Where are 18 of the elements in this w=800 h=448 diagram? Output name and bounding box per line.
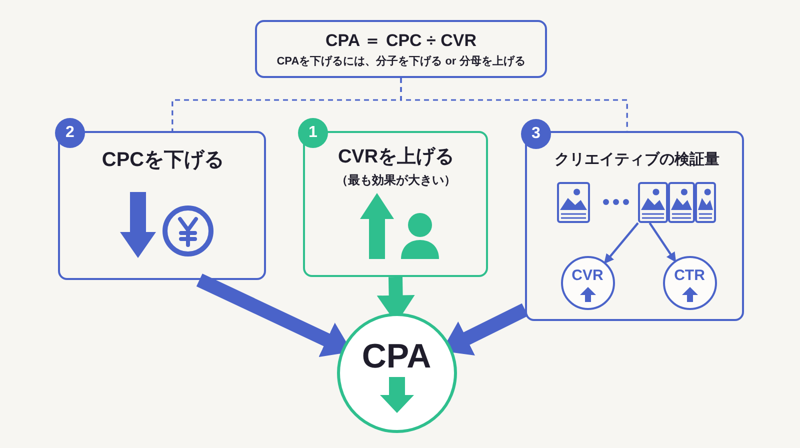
- number-badge: 1: [298, 118, 328, 148]
- formula-text: CPA ＝ CPC ÷ CVR: [326, 30, 476, 52]
- card-subtitle: （最も効果が大きい）: [336, 172, 456, 188]
- circle-label: CVR: [572, 266, 604, 284]
- metric-circle: [663, 256, 717, 310]
- arrow: [648, 222, 676, 262]
- metric-circle: [561, 256, 615, 310]
- formula-box: [255, 20, 547, 78]
- number-badge: 3: [521, 119, 551, 149]
- number-badge: 2: [55, 118, 85, 148]
- arrow: [604, 222, 639, 264]
- circle-label: CTR: [674, 266, 705, 284]
- note-text: CPAを下げるには、分子を下げる or 分母を上げる: [276, 55, 526, 69]
- card-title: クリエイティブの検証量: [554, 151, 720, 169]
- circle-label: CPA: [362, 336, 432, 377]
- image-stack-icon: [638, 182, 716, 223]
- card-title: CPCを下げる: [102, 148, 224, 172]
- card-title: CVRを上げる: [338, 146, 454, 170]
